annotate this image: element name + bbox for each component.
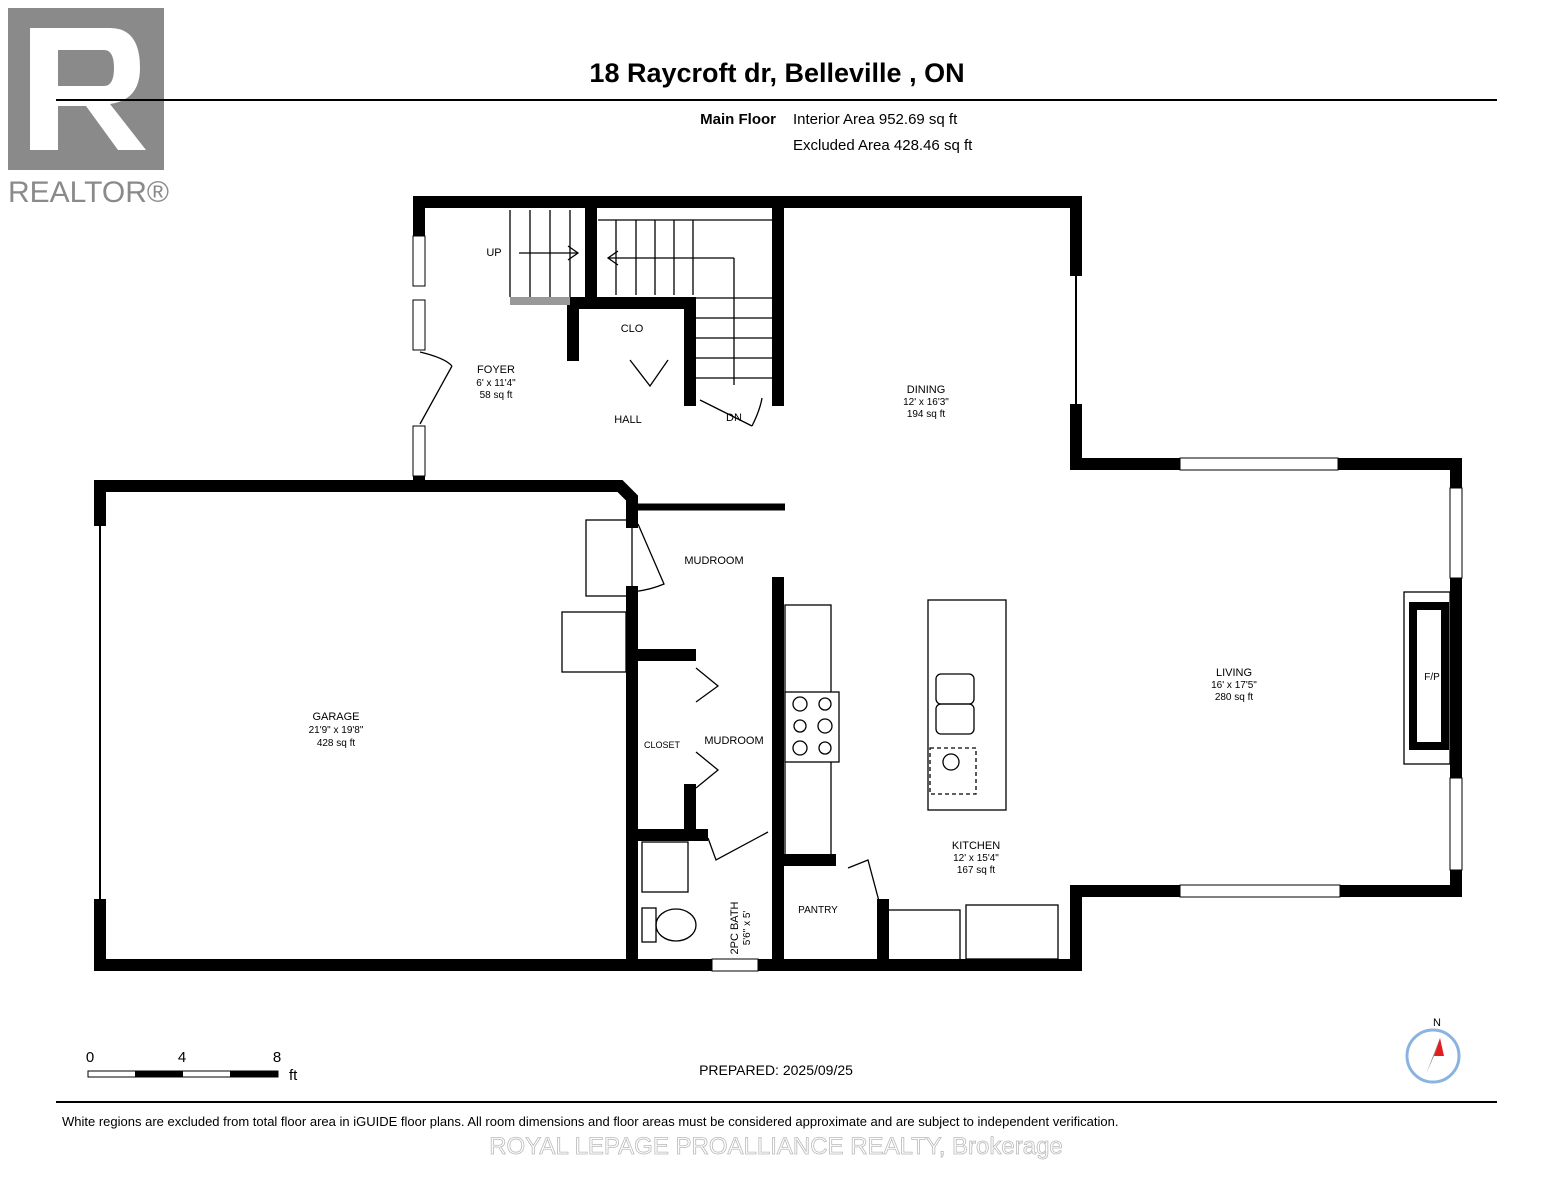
prepared-date: PREPARED: 2025/09/25 [699, 1062, 853, 1078]
realtor-logo: REALTOR® [8, 8, 169, 209]
label-dining: DINING [907, 384, 946, 396]
label-mudroom-2: MUDROOM [704, 735, 763, 747]
svg-text:167 sq ft: 167 sq ft [957, 865, 996, 876]
room-labels: UP CLO FOYER 6' x 11'4" 58 sq ft HALL DN… [309, 247, 1441, 954]
stairs [509, 210, 773, 385]
label-mudroom: MUDROOM [684, 555, 743, 567]
windows [99, 235, 1463, 972]
label-up: UP [486, 247, 501, 259]
svg-text:12' x 16'3": 12' x 16'3" [903, 397, 949, 408]
excluded-area: Excluded Area 428.46 sq ft [793, 137, 973, 154]
svg-text:58 sq ft: 58 sq ft [480, 390, 513, 401]
scale-bar: 0 4 8 ft [86, 1049, 298, 1084]
interior-area: Interior Area 952.69 sq ft [793, 111, 958, 128]
label-clo: CLO [621, 323, 644, 335]
label-dn: DN [726, 412, 742, 424]
svg-text:21'9" x 19'8": 21'9" x 19'8" [309, 725, 364, 736]
svg-text:N: N [1433, 1017, 1441, 1029]
svg-text:194 sq ft: 194 sq ft [907, 409, 946, 420]
disclaimer: White regions are excluded from total fl… [62, 1114, 1118, 1129]
label-fireplace: F/P [1424, 672, 1440, 683]
svg-text:4: 4 [178, 1049, 186, 1066]
doors [419, 351, 881, 906]
label-foyer: FOYER [477, 364, 515, 376]
page-title: 18 Raycroft dr, Belleville , ON [589, 58, 964, 88]
label-hall: HALL [614, 414, 642, 426]
floor-label: Main Floor [700, 111, 776, 128]
label-closet: CLOSET [644, 740, 681, 750]
realtor-logo-text: REALTOR® [8, 176, 169, 209]
svg-text:ft: ft [289, 1067, 298, 1084]
label-pantry: PANTRY [798, 905, 838, 916]
walls [94, 196, 1462, 971]
label-kitchen: KITCHEN [952, 840, 1000, 852]
svg-text:280 sq ft: 280 sq ft [1215, 692, 1254, 703]
fixtures [561, 519, 1451, 961]
svg-text:5'6" x 5': 5'6" x 5' [742, 911, 753, 946]
svg-text:8: 8 [273, 1049, 281, 1066]
label-garage: GARAGE [312, 711, 359, 723]
svg-text:428 sq ft: 428 sq ft [317, 738, 356, 749]
svg-text:16' x 17'5": 16' x 17'5" [1211, 680, 1257, 691]
compass-icon: N [1405, 1017, 1461, 1084]
svg-text:6' x 11'4": 6' x 11'4" [476, 378, 516, 389]
svg-text:12' x 15'4": 12' x 15'4" [953, 853, 999, 864]
label-bath: 2PC BATH [729, 901, 741, 954]
svg-text:0: 0 [86, 1049, 94, 1066]
brokerage-watermark: ROYAL LEPAGE PROALLIANCE REALTY, Brokera… [489, 1133, 1063, 1160]
label-living: LIVING [1216, 667, 1252, 679]
